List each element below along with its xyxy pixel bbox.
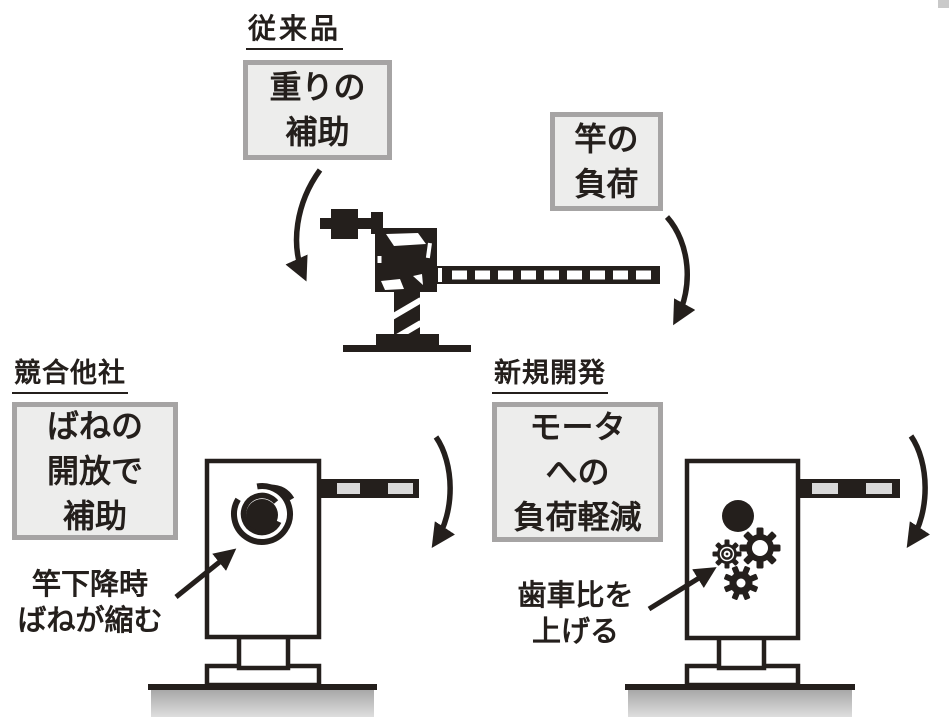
conventional-machine-illustration	[320, 209, 660, 352]
callout-line: 竿の	[574, 120, 639, 157]
callout-motor-load-reduction: モータ への 負荷軽減	[492, 402, 663, 542]
gear-bottom	[724, 566, 758, 600]
callout-line: 負荷	[574, 165, 639, 202]
spring-icon	[231, 483, 295, 545]
base-bar	[343, 345, 471, 352]
callout-line: ばねの	[46, 407, 143, 444]
spring-annotation-arrow	[174, 548, 237, 599]
boom-lower-arrow-left	[431, 435, 456, 549]
callout-line: 開放で	[46, 452, 143, 489]
heading-new-development-label: 新規開発	[494, 358, 606, 388]
annotation-line: 竿下降時	[31, 569, 148, 601]
pedestal-column	[236, 634, 291, 671]
callout-spring-assist: ばねの 開放で 補助	[12, 402, 178, 540]
heading-competitor: 競合他社	[12, 358, 128, 394]
ground-slab	[151, 690, 374, 717]
boom-stripe	[337, 483, 360, 494]
pole-load-arrow	[664, 215, 696, 326]
gear-large	[739, 527, 781, 569]
heading-new-development: 新規開発	[492, 358, 608, 394]
motor-circle	[722, 500, 754, 532]
heading-competitor-label: 競合他社	[14, 358, 126, 388]
base-block	[376, 334, 439, 347]
annotation-line: 上げる	[531, 616, 619, 648]
corner-artifact	[938, 0, 949, 8]
boom-stripe	[388, 483, 413, 494]
counterweight-block	[331, 209, 358, 239]
gear-small-detailed	[712, 539, 742, 569]
ground-slab	[628, 690, 852, 717]
callout-pole-load: 竿の 負荷	[550, 112, 663, 211]
annotation-line: ばねが縮む	[17, 605, 163, 637]
pedestal-column	[716, 634, 767, 671]
weight-assist-arrow	[285, 168, 323, 282]
heading-conventional-product: 従来品	[246, 13, 344, 50]
callout-line: 重りの	[269, 69, 366, 105]
boom-lower-arrow-right	[906, 434, 931, 549]
boom-stripe	[812, 483, 838, 494]
annotation-gear-ratio: 歯車比を 上げる	[498, 578, 653, 650]
gate-head-highlights	[377, 233, 432, 290]
callout-line: モータ	[529, 408, 626, 445]
heading-conventional-label: 従来品	[248, 13, 342, 44]
gear-annotation-arrow	[647, 567, 717, 612]
annotation-line: 歯車比を	[517, 580, 634, 612]
callout-line: 負荷軽減	[513, 498, 642, 535]
gear-train-icon	[712, 500, 781, 600]
new-development-machine-illustration	[625, 458, 900, 717]
boom-stripe	[866, 483, 892, 494]
annotation-spring-compress: 竿下降時 ばねが縮む	[0, 567, 180, 639]
callout-line: 補助	[285, 114, 350, 150]
boom-root-slit	[438, 268, 442, 282]
callout-line: への	[545, 453, 610, 490]
callout-weight-assist: 重りの 補助	[243, 60, 392, 160]
callout-line: 補助	[62, 497, 127, 534]
competitor-machine-illustration	[148, 458, 419, 717]
